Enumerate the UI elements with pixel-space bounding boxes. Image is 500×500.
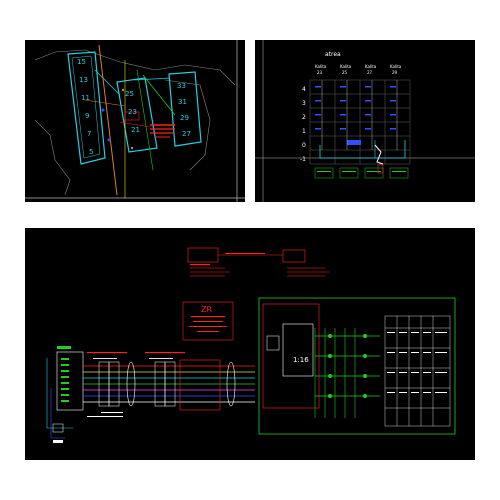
left-block-number: 15 (77, 58, 86, 66)
site-plan-panel: 15 13 11 9 7 5 25 23 21 33 31 29 27 (25, 40, 245, 202)
right-building (168, 71, 202, 147)
left-block-number: 9 (85, 112, 89, 120)
riser-grid-panel: atrea Kalita 23 Kalita 25 Kalita 27 Kali… (255, 40, 475, 202)
column-label: Kalita (365, 64, 377, 69)
column-number: 29 (392, 70, 398, 75)
row-label: 2 (302, 114, 306, 121)
left-block-number: 5 (89, 148, 93, 156)
row-label: 3 (302, 100, 306, 107)
zr-label: ZR (201, 305, 212, 314)
row-label: 4 (302, 86, 306, 93)
ratio-label: 1:16 (293, 356, 309, 364)
row-label: 0 (302, 142, 306, 149)
column-label: Kalita (315, 64, 327, 69)
left-block-number: 11 (81, 94, 90, 102)
left-terminal-block (56, 351, 84, 411)
column-number: 23 (317, 70, 323, 75)
distribution-enclosure (258, 297, 456, 435)
column-label: Kalita (340, 64, 352, 69)
right-block-number: 33 (177, 82, 186, 90)
wiring-schematic-panel: ZR 1:16 (25, 228, 475, 460)
row-label: 1 (302, 128, 306, 135)
middle-block-number: 25 (125, 90, 134, 98)
grid-title: atrea (325, 51, 341, 58)
right-block-number: 27 (182, 130, 191, 138)
middle-block-number: 23 (128, 108, 137, 116)
right-block-number: 29 (180, 114, 189, 122)
column-number: 25 (342, 70, 348, 75)
left-building (67, 51, 106, 165)
column-label: Kalita (390, 64, 402, 69)
middle-block-number: 21 (131, 126, 140, 134)
left-block-number: 13 (79, 76, 88, 84)
column-number: 27 (367, 70, 373, 75)
right-block-number: 31 (178, 98, 187, 106)
row-label: -1 (300, 156, 306, 163)
left-block-number: 7 (87, 130, 91, 138)
